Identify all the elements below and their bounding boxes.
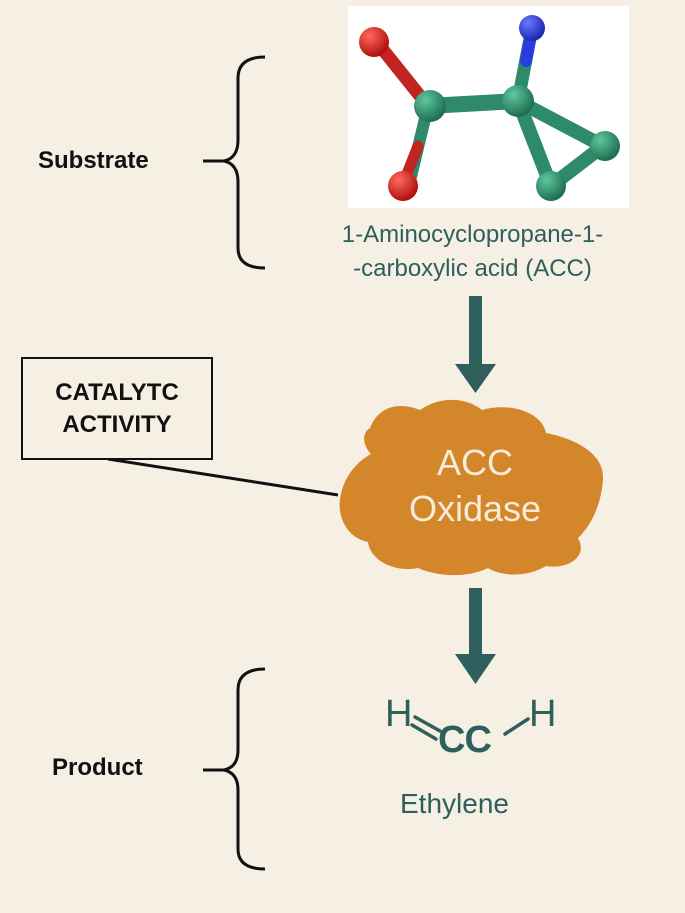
- acc-molecule-image: [348, 6, 629, 208]
- ethylene-bonds: [410, 715, 530, 741]
- substrate-bracket: [223, 55, 266, 270]
- acc-name: 1-Aminocyclopropane-1- -carboxylic acid …: [300, 218, 645, 286]
- product-label: Product: [52, 754, 143, 781]
- substrate-label: Substrate: [38, 147, 149, 174]
- ethylene-cc: CC: [438, 719, 492, 761]
- carbon-atom: [502, 85, 534, 117]
- carbon-atom: [590, 131, 620, 161]
- arrow-substrate-to-enzyme: [455, 296, 496, 393]
- enzyme-label-line1: ACC: [436, 442, 513, 483]
- enzyme-label-line2: Oxidase: [408, 488, 542, 529]
- enzyme-label: ACC Oxidase: [370, 440, 580, 532]
- acc-molecule-model: [359, 15, 620, 201]
- carbon-atom: [536, 171, 566, 201]
- carbon-atom: [414, 90, 446, 122]
- ethylene-h-left: H: [385, 693, 413, 735]
- catalytic-leader-line: [107, 457, 339, 497]
- arrow-enzyme-to-product: [455, 588, 496, 684]
- product-bracket: [223, 667, 266, 871]
- catalytic-activity-line2: ACTIVITY: [62, 410, 172, 438]
- oxygen-atom: [388, 171, 418, 201]
- enzyme-blob: [339, 399, 604, 576]
- ethylene-h-right: H: [529, 693, 557, 735]
- ethylene-name: Ethylene: [400, 788, 509, 819]
- oxygen-atom: [359, 27, 389, 57]
- catalytic-activity-box: CATALYTC ACTIVITY: [21, 357, 213, 460]
- acc-name-line1: 1-Aminocyclopropane-1-: [341, 221, 604, 248]
- nitrogen-atom: [519, 15, 545, 41]
- acc-name-line2: -carboxylic acid (ACC): [353, 255, 592, 282]
- catalytic-activity-line1: CATALYTC: [55, 378, 179, 406]
